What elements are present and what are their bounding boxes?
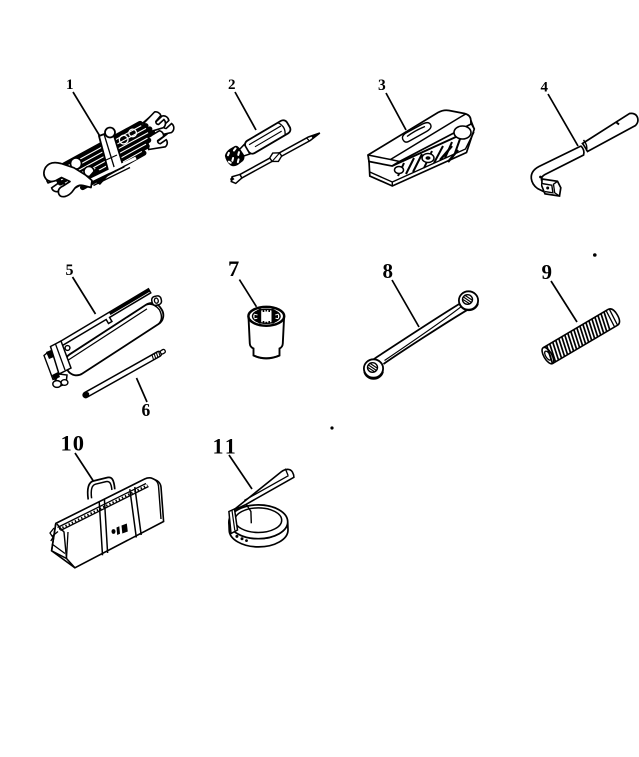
svg-text:6: 6: [142, 400, 151, 420]
svg-text:1: 1: [66, 77, 74, 93]
svg-text:8: 8: [383, 259, 394, 283]
svg-text:7: 7: [228, 256, 239, 281]
svg-text:2: 2: [228, 77, 236, 93]
svg-text:4: 4: [541, 80, 549, 96]
svg-text:3: 3: [378, 77, 386, 94]
svg-text:5: 5: [66, 262, 74, 279]
svg-text:9: 9: [542, 260, 553, 284]
svg-text:11: 11: [213, 434, 239, 459]
svg-text:10: 10: [61, 431, 86, 456]
